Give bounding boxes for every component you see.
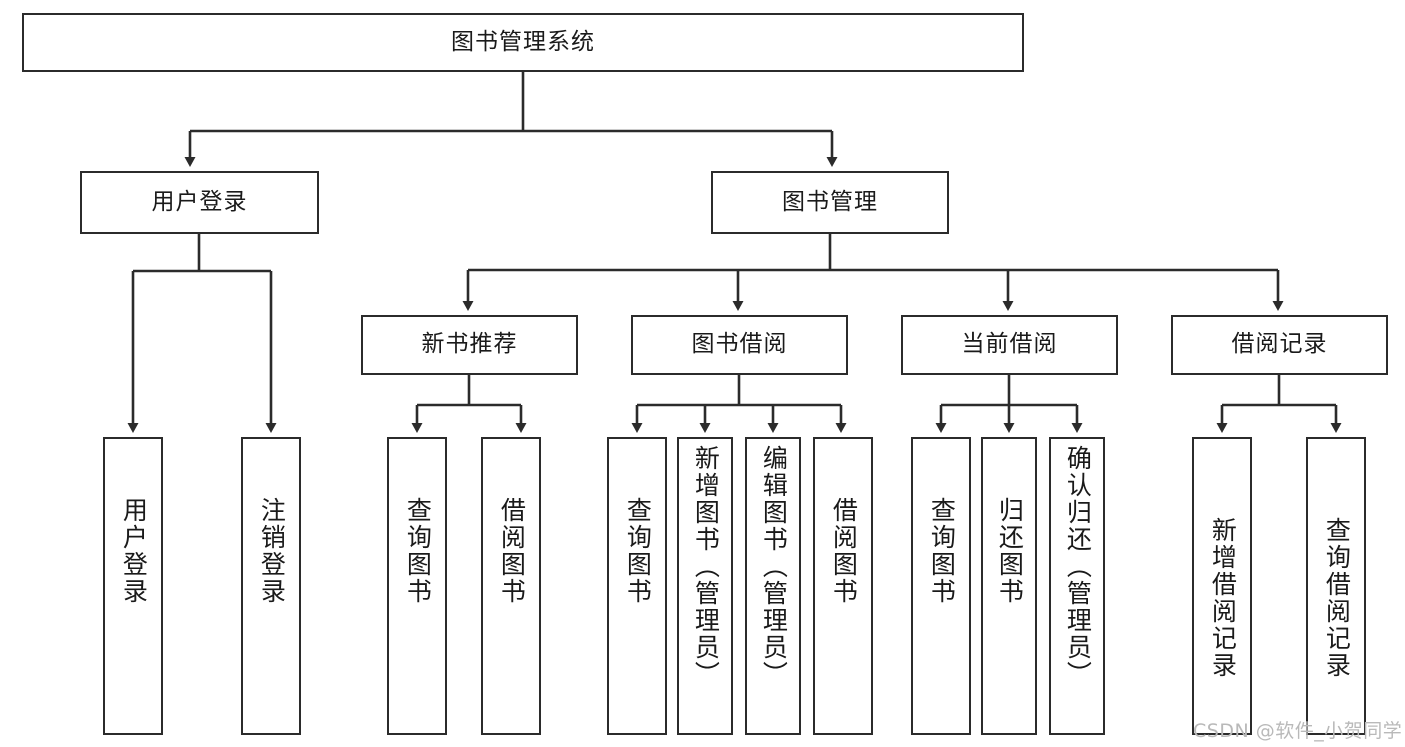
node-label: 编辑图书（管理员）: [759, 445, 789, 688]
node-book-borrow[interactable]: 图书借阅: [631, 315, 848, 375]
leaf-borrow-book[interactable]: 借阅图书: [813, 437, 873, 735]
node-current-borrow[interactable]: 当前借阅: [901, 315, 1118, 375]
node-user-login[interactable]: 用户登录: [80, 171, 319, 234]
node-label: 用户登录: [119, 497, 149, 605]
node-label: 借阅记录: [1231, 331, 1328, 358]
leaf-edit-book-admin[interactable]: 编辑图书（管理员）: [745, 437, 801, 735]
leaf-query-book-recommend[interactable]: 查询图书: [387, 437, 447, 735]
leaf-user-login[interactable]: 用户登录: [103, 437, 163, 735]
node-label: 确认归还（管理员）: [1063, 445, 1093, 688]
node-label: 查询图书: [623, 497, 653, 605]
node-label: 图书管理: [782, 188, 878, 215]
leaf-add-borrow-record[interactable]: 新增借阅记录: [1192, 437, 1252, 735]
node-new-book-recommend[interactable]: 新书推荐: [361, 315, 578, 375]
node-book-management[interactable]: 图书管理: [711, 171, 949, 234]
node-label: 新增图书（管理员）: [691, 445, 721, 688]
node-label: 查询图书: [403, 497, 433, 605]
node-label: 查询借阅记录: [1322, 517, 1352, 679]
node-borrow-records[interactable]: 借阅记录: [1171, 315, 1388, 375]
node-label: 图书管理系统: [451, 28, 595, 55]
node-label: 新书推荐: [421, 331, 518, 358]
node-label: 借阅图书: [497, 497, 527, 605]
leaf-borrow-book-recommend[interactable]: 借阅图书: [481, 437, 541, 735]
node-label: 查询图书: [927, 497, 957, 605]
node-label: 借阅图书: [829, 497, 859, 605]
node-label: 新增借阅记录: [1208, 517, 1238, 679]
csdn-watermark: CSDN @软件_小贺同学: [1193, 720, 1403, 742]
node-label: 图书借阅: [691, 331, 788, 358]
leaf-query-book-borrow[interactable]: 查询图书: [607, 437, 667, 735]
leaf-query-borrow-record[interactable]: 查询借阅记录: [1306, 437, 1366, 735]
leaf-query-book-current[interactable]: 查询图书: [911, 437, 971, 735]
node-label: 当前借阅: [961, 331, 1058, 358]
node-root-book-management-system[interactable]: 图书管理系统: [22, 13, 1024, 72]
leaf-confirm-return-admin[interactable]: 确认归还（管理员）: [1049, 437, 1105, 735]
leaf-add-book-admin[interactable]: 新增图书（管理员）: [677, 437, 733, 735]
leaf-return-book[interactable]: 归还图书: [981, 437, 1037, 735]
node-label: 归还图书: [995, 497, 1025, 605]
leaf-logout[interactable]: 注销登录: [241, 437, 301, 735]
node-label: 用户登录: [151, 188, 248, 215]
node-label: 注销登录: [257, 497, 287, 605]
